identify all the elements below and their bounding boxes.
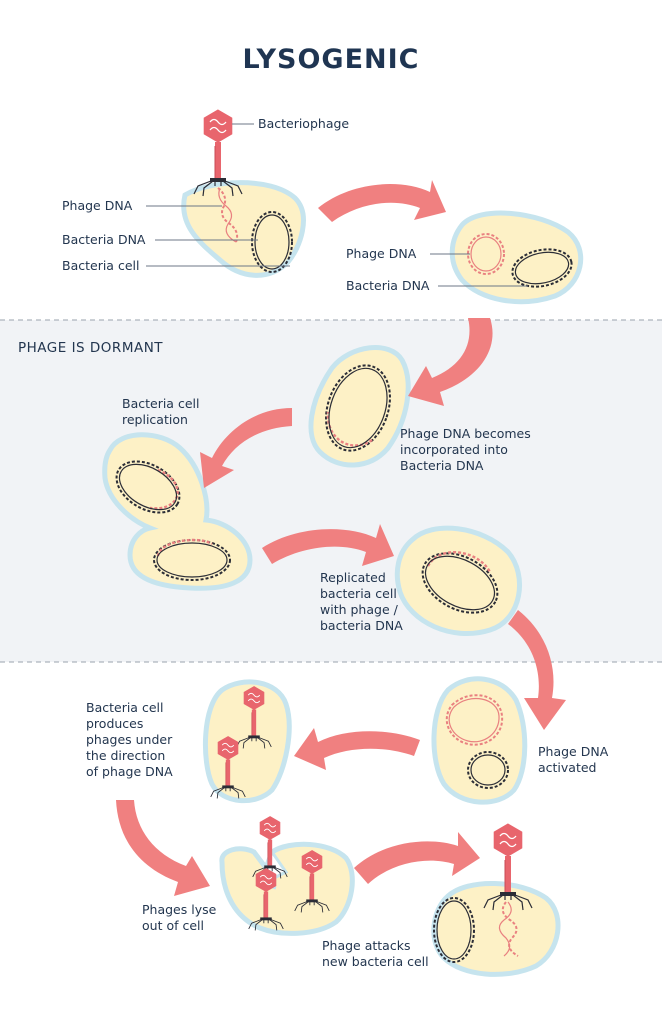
label-replication: Bacteria cell replication: [122, 396, 200, 427]
arrow-5: [508, 610, 566, 730]
leader-lines: [146, 123, 528, 287]
cell-lysing: [219, 816, 355, 936]
label-phage-dna-1: Phage DNA: [62, 198, 133, 213]
arrow-4: [262, 524, 394, 566]
label-phage-dna-2: Phage DNA: [346, 246, 417, 261]
cell-activated: [431, 676, 528, 805]
diagram-title: LYSOGENIC: [242, 44, 420, 75]
arrow-6: [294, 728, 420, 770]
label-incorporated: Phage DNA becomes incorporated into Bact…: [400, 426, 531, 473]
label-replicated: Replicated bacteria cell with phage / ba…: [320, 570, 403, 633]
arrow-7: [116, 800, 210, 896]
label-produces: Bacteria cell produces phages under the …: [86, 700, 173, 779]
arrow-2: [408, 318, 493, 406]
cell-infection: [181, 109, 306, 278]
cell-new-target: [431, 823, 561, 977]
label-bacteria-dna-1: Bacteria DNA: [62, 232, 146, 247]
label-activated: Phage DNA activated: [538, 744, 609, 775]
cell-phage-dna-inside: [449, 210, 584, 305]
cell-dividing: [102, 432, 253, 591]
process-arrows: [116, 180, 566, 896]
arrow-1: [318, 180, 446, 222]
label-bacteriophage: Bacteriophage: [258, 116, 350, 131]
arrow-8: [354, 832, 480, 884]
cell-replicated: [394, 525, 523, 637]
section-label-dormant: PHAGE IS DORMANT: [18, 340, 164, 356]
cell-incorporated: [308, 345, 411, 468]
cell-producing-phages: [203, 679, 292, 804]
label-lyse: Phages lyse out of cell: [142, 902, 217, 933]
label-bacteria-cell: Bacteria cell: [62, 258, 140, 273]
arrow-3: [200, 408, 292, 488]
label-attacks: Phage attacks new bacteria cell: [322, 938, 429, 969]
label-bacteria-dna-2: Bacteria DNA: [346, 278, 430, 293]
